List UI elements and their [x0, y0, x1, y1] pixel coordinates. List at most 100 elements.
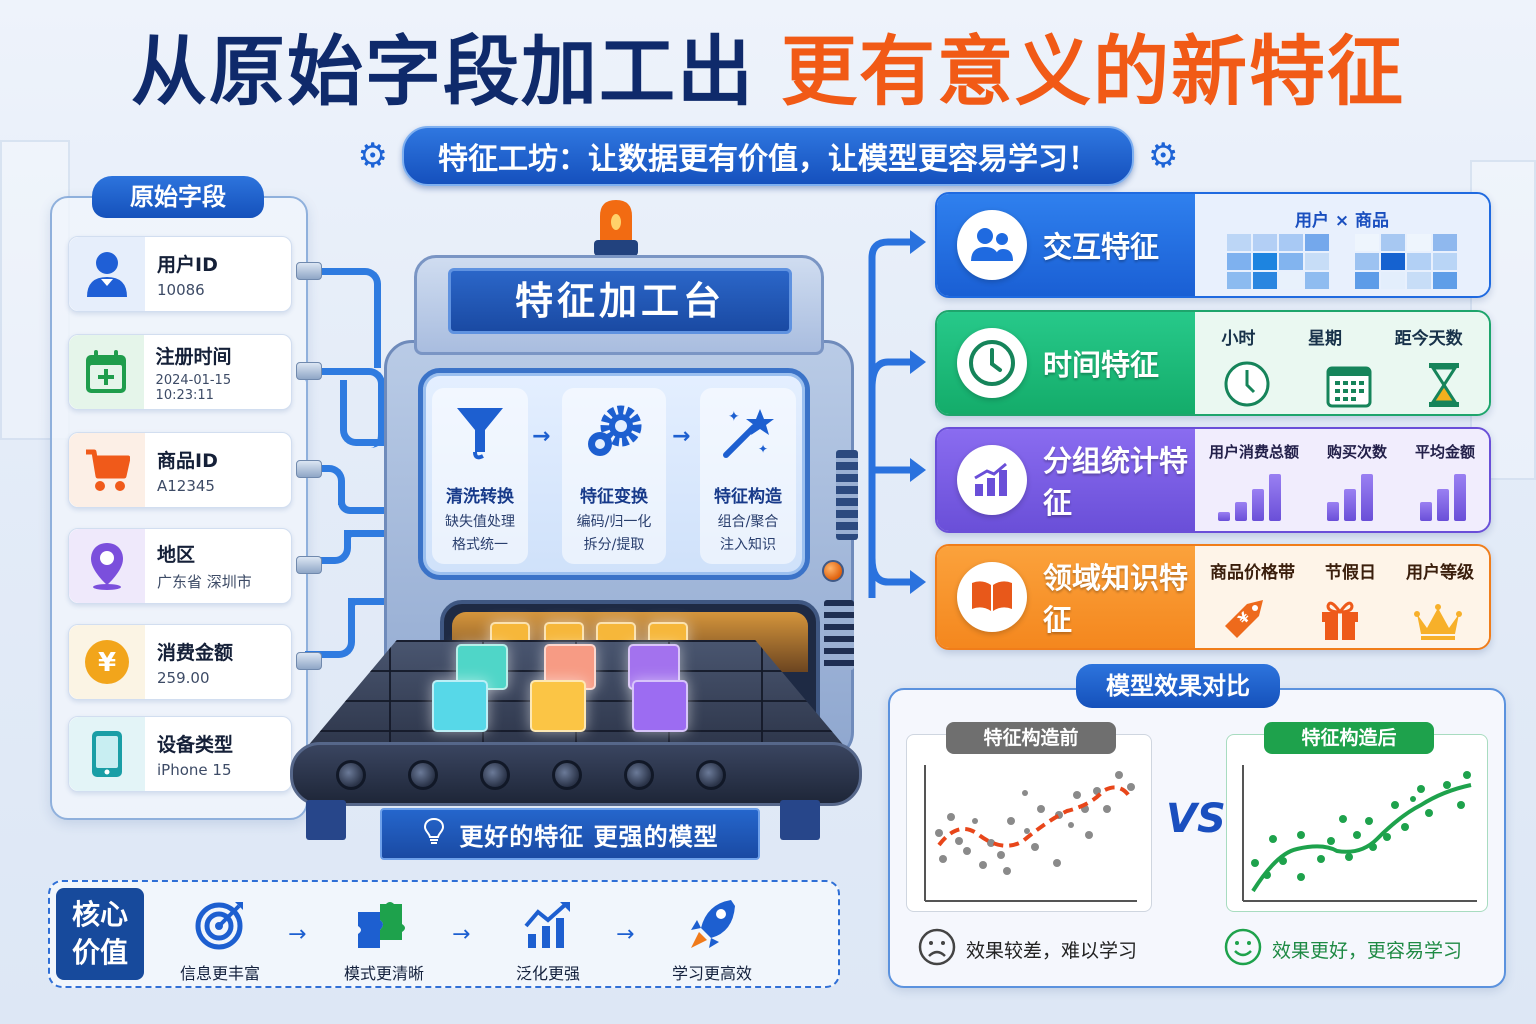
subtitle-bar: ⚙ 特征工坊：让数据更有价值，让模型更容易学习！ ⚙	[0, 126, 1536, 186]
sub-label-price-band: 商品价格带	[1210, 563, 1295, 583]
step-title: 清洗转换	[446, 487, 514, 507]
field-card-region: 地区广东省 深圳市	[68, 528, 292, 604]
feature-detail: 用户消费总额 购买次数 平均金额	[1195, 429, 1489, 531]
badge-line: 核心	[71, 898, 128, 931]
field-value: 2024-01-15 10:23:11	[155, 372, 232, 403]
comparison-header: 模型效果对比	[1076, 664, 1280, 708]
conveyor-roller	[336, 760, 366, 790]
heatmap-cell	[1381, 272, 1405, 289]
input-pipe	[305, 530, 351, 564]
step-desc: 注入知识	[720, 537, 776, 553]
step-desc: 编码/归一化	[576, 514, 652, 530]
hourglass-icon	[1427, 362, 1461, 412]
heatmap-cell	[1305, 272, 1329, 289]
chart-before-tag: 特征构造前	[946, 722, 1116, 754]
field-label: 设备类型	[157, 733, 234, 756]
pipe-connector	[296, 460, 322, 478]
core-item-label: 模式更清晰	[343, 964, 424, 983]
feature-sub-labels: 用户消费总额 购买次数 平均金额	[1195, 441, 1489, 462]
step-desc: 格式统一	[452, 537, 508, 553]
feature-row-header: 领域知识特征	[937, 546, 1195, 648]
step-clean-transform: 清洗转换 缺失值处理 格式统一	[432, 388, 528, 564]
conveyor-leg	[306, 800, 346, 840]
happy-face-icon	[1224, 928, 1262, 971]
location-pin-icon	[69, 529, 145, 603]
field-value: A12345	[157, 476, 215, 495]
target-icon	[160, 894, 280, 956]
heatmap-cell	[1305, 234, 1329, 251]
feature-detail: 商品价格带 节假日 用户等级 ¥	[1195, 546, 1489, 648]
arrow-icon: →	[532, 424, 551, 449]
pipe-connector	[296, 556, 322, 574]
core-item-clearer-pattern: 模式更清晰	[324, 894, 444, 984]
sub-label-weekday: 星期	[1307, 329, 1342, 349]
title-part-1: 从原始字段加工出	[131, 27, 755, 116]
magic-wand-icon: ✦✦	[700, 388, 796, 468]
mini-bar	[1453, 473, 1466, 521]
input-pipe	[305, 368, 385, 448]
smartphone-icon	[69, 717, 145, 791]
feature-cube	[432, 680, 488, 732]
scatter-plot-before	[924, 765, 1137, 902]
calendar-icon	[1326, 362, 1372, 412]
heatmap-cell	[1355, 253, 1379, 270]
input-pipe	[305, 598, 355, 658]
field-label: 地区	[157, 544, 196, 566]
feature-detail: 小时 星期 距今天数	[1195, 312, 1489, 414]
field-label: 消费金额	[157, 641, 234, 664]
mini-bar	[1419, 502, 1432, 521]
raw-fields-header: 原始字段	[92, 176, 264, 218]
heatmap-user-product-a	[1227, 234, 1329, 289]
heatmap-cell	[1227, 253, 1251, 270]
side-vent	[824, 600, 854, 670]
pipe-connector	[296, 362, 322, 380]
control-knob	[822, 560, 844, 582]
field-card-device-type: 设备类型 iPhone 15	[68, 716, 292, 792]
feature-detail: 用户 × 商品	[1195, 194, 1489, 296]
input-pipe	[344, 530, 384, 538]
field-card-register-time: 注册时间 2024-01-15 10:23:11	[68, 334, 292, 410]
mini-bar-chart	[1419, 471, 1466, 521]
conveyor-roller	[480, 760, 510, 790]
heatmap-cell	[1433, 234, 1457, 251]
verdict-text: 效果较差，难以学习	[966, 940, 1138, 962]
field-value: 广东省 深圳市	[157, 573, 252, 591]
feature-sub-labels: 用户 × 商品	[1195, 206, 1489, 231]
mini-bar	[1218, 512, 1231, 521]
input-pipe	[305, 465, 345, 505]
core-value-badge: 核心 价值	[56, 888, 144, 980]
feature-row-header: 分组统计特征	[937, 429, 1195, 531]
svg-text:✦: ✦	[728, 409, 740, 425]
feature-sub-labels: 商品价格带 节假日 用户等级	[1195, 558, 1489, 583]
banner-text: 更好的特征 更强的模型	[459, 822, 719, 851]
mini-bar	[1269, 473, 1282, 521]
mini-bar	[1235, 502, 1248, 521]
bar-chart-icon	[957, 445, 1027, 515]
user-icon	[69, 237, 145, 311]
heatmap-cell	[1381, 234, 1405, 251]
heatmap-cell	[1253, 253, 1277, 270]
field-label: 注册时间	[155, 345, 232, 368]
arrow-icon: →	[672, 424, 691, 449]
core-item-label: 泛化更强	[515, 964, 580, 983]
sub-label-avg-amount: 平均金额	[1414, 443, 1475, 461]
chart-after	[1226, 734, 1488, 912]
heatmap-header: 用户 × 商品	[1294, 211, 1390, 231]
mini-bar	[1327, 502, 1340, 521]
gear-icon: ⚙	[1148, 136, 1179, 176]
feature-sub-labels: 小时 星期 距今天数	[1195, 324, 1489, 349]
feature-sub-icons: ¥	[1195, 590, 1489, 646]
arrow-icon: →	[452, 922, 471, 947]
price-tag-icon: ¥	[1221, 596, 1267, 646]
heatmap-cell	[1253, 234, 1277, 251]
field-value: iPhone 15	[157, 760, 232, 779]
feature-row-time: 时间特征 小时 星期 距今天数	[935, 310, 1491, 416]
feature-cube	[632, 680, 688, 732]
feature-row-header: 时间特征	[937, 312, 1195, 414]
conveyor-roller	[696, 760, 726, 790]
step-desc: 缺失值处理	[445, 514, 515, 530]
core-item-better-generalization: 泛化更强	[488, 894, 608, 984]
feature-cube	[530, 680, 586, 732]
heatmap-cell	[1279, 253, 1303, 270]
svg-text:¥: ¥	[98, 648, 116, 678]
